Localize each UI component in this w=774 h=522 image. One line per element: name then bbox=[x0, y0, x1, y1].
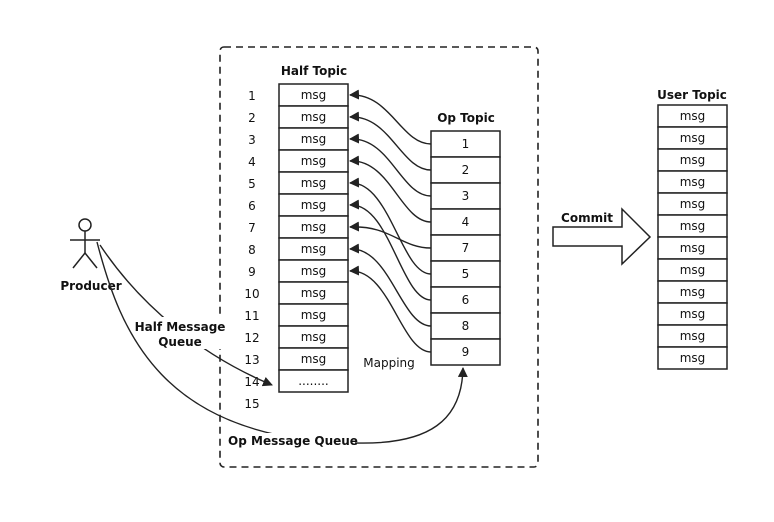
op-topic-cell bbox=[430, 312, 501, 340]
half-topic-cell-text: msg bbox=[301, 220, 327, 234]
half-topic-row-number: 13 bbox=[244, 353, 259, 367]
op-topic-cell-text: 3 bbox=[462, 189, 470, 203]
half-topic-title: Half Topic bbox=[281, 64, 347, 78]
op-topic-cell-text: 8 bbox=[462, 319, 470, 333]
mapping-label: Mapping bbox=[363, 356, 415, 370]
user-topic-cell-text: msg bbox=[680, 175, 706, 189]
user-topic-column: msg msg msg msg msg msg msg msg msg msg msg msg bbox=[657, 104, 728, 370]
half-topic-row-number: 8 bbox=[248, 243, 256, 257]
half-topic-cell-text: msg bbox=[301, 264, 327, 278]
op-topic-column: 1 2 3 4 7 5 6 8 9 bbox=[430, 130, 501, 366]
user-topic-cell-text: msg bbox=[680, 241, 706, 255]
mapping-connector bbox=[349, 133, 432, 197]
producer-label: Producer bbox=[60, 279, 121, 293]
half-topic-row-number: 10 bbox=[244, 287, 259, 301]
user-topic-cell-text: msg bbox=[680, 351, 706, 365]
op-topic-cell-text: 6 bbox=[462, 293, 470, 307]
mapping-connector bbox=[349, 265, 432, 353]
half-topic-row-number: 2 bbox=[248, 111, 256, 125]
op-topic-cell-text: 7 bbox=[462, 241, 470, 255]
half-topic-row-number: 1 bbox=[248, 89, 256, 103]
mapping-connector bbox=[349, 177, 432, 275]
half-topic-row-number: 12 bbox=[244, 331, 259, 345]
user-topic-cell-text: msg bbox=[680, 153, 706, 167]
half-topic-cell-text: msg bbox=[301, 286, 327, 300]
half-topic-column: msg msg msg msg msg msg msg msg msg msg msg msg msg.… bbox=[278, 83, 349, 393]
user-topic-cell-text: msg bbox=[680, 263, 706, 277]
user-topic-cell-text: msg bbox=[680, 197, 706, 211]
half-topic-cell-text: msg bbox=[301, 352, 327, 366]
mapping-connector bbox=[349, 111, 432, 171]
user-topic-cell-text: msg bbox=[680, 131, 706, 145]
mapping-connector bbox=[349, 89, 432, 145]
half-topic-cell-text: msg bbox=[301, 154, 327, 168]
op-topic-cell-text: 9 bbox=[462, 345, 470, 359]
half-topic-row-number: 9 bbox=[248, 265, 256, 279]
broker-boundary bbox=[219, 46, 539, 468]
commit-label: Commit bbox=[561, 211, 613, 225]
op-topic-cell bbox=[430, 286, 501, 314]
half-message-queue-label-line2: Queue bbox=[158, 335, 202, 349]
mapping-connector bbox=[349, 155, 432, 223]
op-message-queue-label: Op Message Queue bbox=[228, 434, 358, 448]
op-topic-cell-text: 5 bbox=[462, 267, 470, 281]
op-topic-cell-text: 4 bbox=[462, 215, 470, 229]
mapping-connectors bbox=[349, 89, 432, 353]
producer-actor-icon bbox=[70, 218, 100, 269]
op-topic-cell-text: 1 bbox=[462, 137, 470, 151]
half-topic-cell-text: msg bbox=[301, 110, 327, 124]
user-topic-cell-text: msg bbox=[680, 329, 706, 343]
mapping-connector bbox=[349, 199, 432, 301]
half-topic-cell-text: ........ bbox=[298, 374, 329, 388]
user-topic-cell-text: msg bbox=[680, 285, 706, 299]
half-topic-row-number: 15 bbox=[244, 397, 259, 411]
half-message-queue-label-line1: Half Message bbox=[135, 320, 226, 334]
mapping-connector bbox=[349, 243, 432, 327]
half-topic-row-number: 7 bbox=[248, 221, 256, 235]
half-topic-row-number: 4 bbox=[248, 155, 256, 169]
user-topic-title: User Topic bbox=[657, 88, 727, 102]
user-topic-cell-text: msg bbox=[680, 219, 706, 233]
half-topic-row-number: 5 bbox=[248, 177, 256, 191]
half-topic-cell-text: msg bbox=[301, 198, 327, 212]
half-topic-cell bbox=[278, 369, 349, 393]
user-topic-cell-text: msg bbox=[680, 109, 706, 123]
half-topic-row-number: 11 bbox=[244, 309, 259, 323]
half-topic-row-number: 6 bbox=[248, 199, 256, 213]
half-topic-row-number: 3 bbox=[248, 133, 256, 147]
op-topic-cell bbox=[430, 208, 501, 236]
user-topic-cell bbox=[657, 346, 728, 370]
op-topic-cell bbox=[430, 234, 501, 262]
half-topic-cell-text: msg bbox=[301, 308, 327, 322]
half-topic-cell-text: msg bbox=[301, 330, 327, 344]
commit-arrow bbox=[552, 207, 652, 266]
half-topic-cell-text: msg bbox=[301, 88, 327, 102]
half-topic-cell-text: msg bbox=[301, 176, 327, 190]
user-topic-cell-text: msg bbox=[680, 307, 706, 321]
mapping-connector bbox=[349, 221, 432, 249]
half-topic-row-number: 14 bbox=[244, 375, 259, 389]
half-topic-cell-text: msg bbox=[301, 242, 327, 256]
op-topic-title: Op Topic bbox=[437, 111, 495, 125]
op-topic-cell-text: 2 bbox=[462, 163, 470, 177]
half-topic-cell-text: msg bbox=[301, 132, 327, 146]
